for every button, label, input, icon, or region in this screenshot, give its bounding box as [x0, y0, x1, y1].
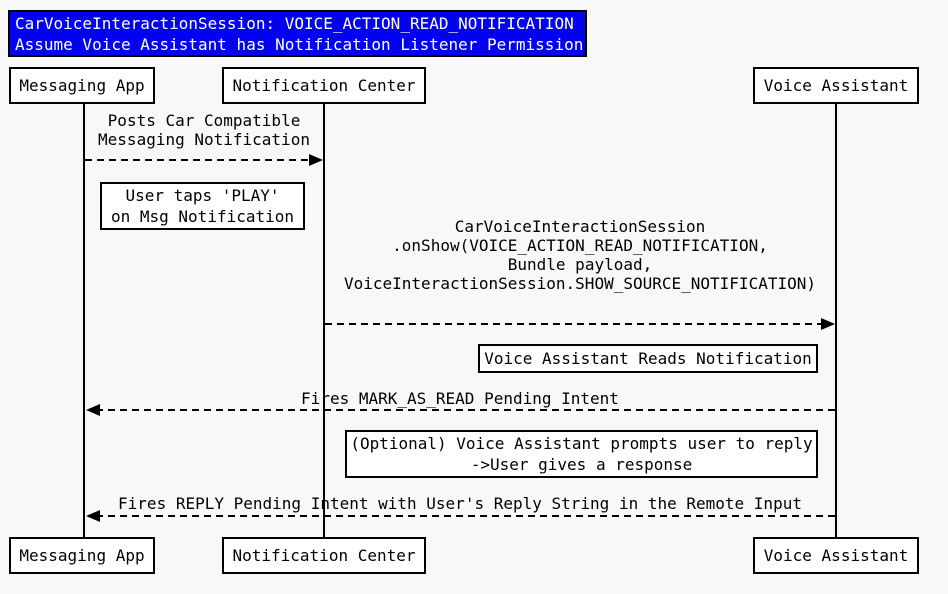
- message-line: CarVoiceInteractionSession: [454, 217, 706, 236]
- diagram-title-line2: Assume Voice Assistant has Notification …: [15, 35, 584, 54]
- note-line: on Msg Notification: [110, 207, 295, 226]
- note-voice-assistant-reads: Voice Assistant Reads Notification: [478, 344, 818, 373]
- actor-label: Messaging App: [19, 76, 145, 95]
- message-line: .onShow(VOICE_ACTION_READ_NOTIFICATION,: [392, 236, 768, 255]
- message-line: VoiceInteractionSession.SHOW_SOURCE_NOTI…: [343, 274, 816, 293]
- actor-top-messaging-app: Messaging App: [9, 67, 155, 104]
- note-line: Voice Assistant Reads Notification: [484, 349, 812, 368]
- note-user-taps-play: User taps 'PLAY' on Msg Notification: [100, 182, 305, 230]
- arrowhead-onshow: [821, 318, 835, 330]
- actor-label: Voice Assistant: [763, 76, 909, 95]
- message-line: Bundle payload,: [507, 255, 653, 274]
- diagram-title-line1: CarVoiceInteractionSession: VOICE_ACTION…: [15, 14, 574, 33]
- message-line: Fires MARK_AS_READ Pending Intent: [301, 389, 619, 408]
- actor-bottom-messaging-app: Messaging App: [9, 537, 155, 574]
- note-line: ->User gives a response: [470, 455, 693, 474]
- actor-bottom-voice-assistant: Voice Assistant: [753, 537, 919, 574]
- message-label-reply-intent: Fires REPLY Pending Intent with User's R…: [84, 494, 836, 513]
- actor-top-voice-assistant: Voice Assistant: [753, 67, 919, 104]
- actor-label: Voice Assistant: [763, 546, 909, 565]
- note-optional-prompt: (Optional) Voice Assistant prompts user …: [345, 430, 818, 478]
- diagram-title: CarVoiceInteractionSession: VOICE_ACTION…: [8, 10, 587, 57]
- note-line: User taps 'PLAY': [125, 186, 280, 205]
- note-line: (Optional) Voice Assistant prompts user …: [350, 434, 813, 453]
- arrowhead-reply-intent: [86, 510, 100, 522]
- message-label-onshow: CarVoiceInteractionSession .onShow(VOICE…: [324, 217, 836, 293]
- arrowhead-posts-notification: [309, 154, 323, 166]
- actor-label: Notification Center: [232, 546, 416, 565]
- arrowhead-mark-as-read: [86, 404, 100, 416]
- message-line: Fires REPLY Pending Intent with User's R…: [118, 494, 802, 513]
- message-label-mark-as-read: Fires MARK_AS_READ Pending Intent: [84, 389, 836, 408]
- actor-label: Notification Center: [232, 76, 416, 95]
- actor-bottom-notification-center: Notification Center: [222, 537, 426, 574]
- message-label-posts-notification: Posts Car Compatible Messaging Notificat…: [84, 111, 324, 149]
- message-line: Posts Car Compatible: [107, 111, 301, 130]
- actor-top-notification-center: Notification Center: [222, 67, 426, 104]
- actor-label: Messaging App: [19, 546, 145, 565]
- message-line: Messaging Notification: [98, 130, 310, 149]
